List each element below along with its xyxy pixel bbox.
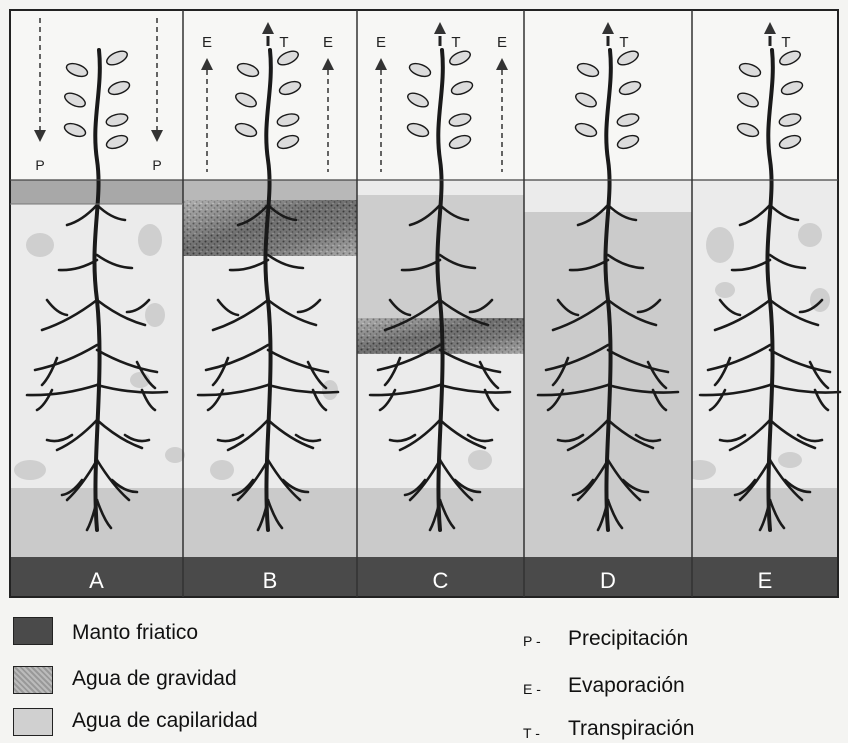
legend-label-capilaridad: Agua de capilaridad (72, 709, 258, 733)
soil-aggregate (715, 282, 735, 298)
soil-aggregate (26, 233, 54, 257)
legend-label-transpiracion: Transpiración (568, 717, 694, 741)
transpiration-label: T (619, 34, 628, 51)
legend-key-t: T - (523, 725, 540, 741)
precip-label-right: P (152, 157, 161, 173)
legend-swatch-manto (13, 617, 53, 645)
panel-label-b: B (263, 568, 278, 593)
soil-water-diagram: A B C D E P P E E E E T T T T (0, 0, 848, 605)
panel-label-a: A (89, 568, 104, 593)
precip-label-left: P (35, 157, 44, 173)
capillary-region-e (692, 488, 838, 557)
soil-aggregate (778, 452, 802, 468)
soil-aggregate (706, 227, 734, 263)
legend-key-e: E - (523, 681, 541, 697)
soil-aggregate (14, 460, 46, 480)
transpiration-label: T (781, 34, 790, 51)
soil-aggregate (468, 450, 492, 470)
soil-aggregate (165, 447, 185, 463)
panel-label-c: C (433, 568, 449, 593)
sky-area (10, 10, 838, 180)
evap-label-b-left: E (202, 34, 212, 51)
evap-label-c-left: E (376, 34, 386, 51)
evap-label-b-right: E (323, 34, 333, 51)
capillary-region-b (183, 488, 357, 557)
panel-label-e: E (758, 568, 773, 593)
panel-label-d: D (600, 568, 616, 593)
soil-aggregate (145, 303, 165, 327)
legend-swatch-gravidad (13, 666, 53, 694)
legend-key-p: P - (523, 633, 541, 649)
soil-aggregate (138, 224, 162, 256)
water-table-band (10, 557, 838, 597)
evap-label-c-right: E (497, 34, 507, 51)
legend-label-precipitacion: Precipitación (568, 627, 688, 651)
legend-label-gravidad: Agua de gravidad (72, 667, 237, 691)
transpiration-label: T (279, 34, 288, 51)
legend-label-evaporacion: Evaporación (568, 674, 685, 698)
transpiration-label: T (451, 34, 460, 51)
soil-aggregate (210, 460, 234, 480)
legend-label-manto: Manto friatico (72, 621, 198, 645)
soil-aggregate (798, 223, 822, 247)
soil-aggregate (322, 380, 338, 400)
legend-swatch-capilaridad (13, 708, 53, 736)
